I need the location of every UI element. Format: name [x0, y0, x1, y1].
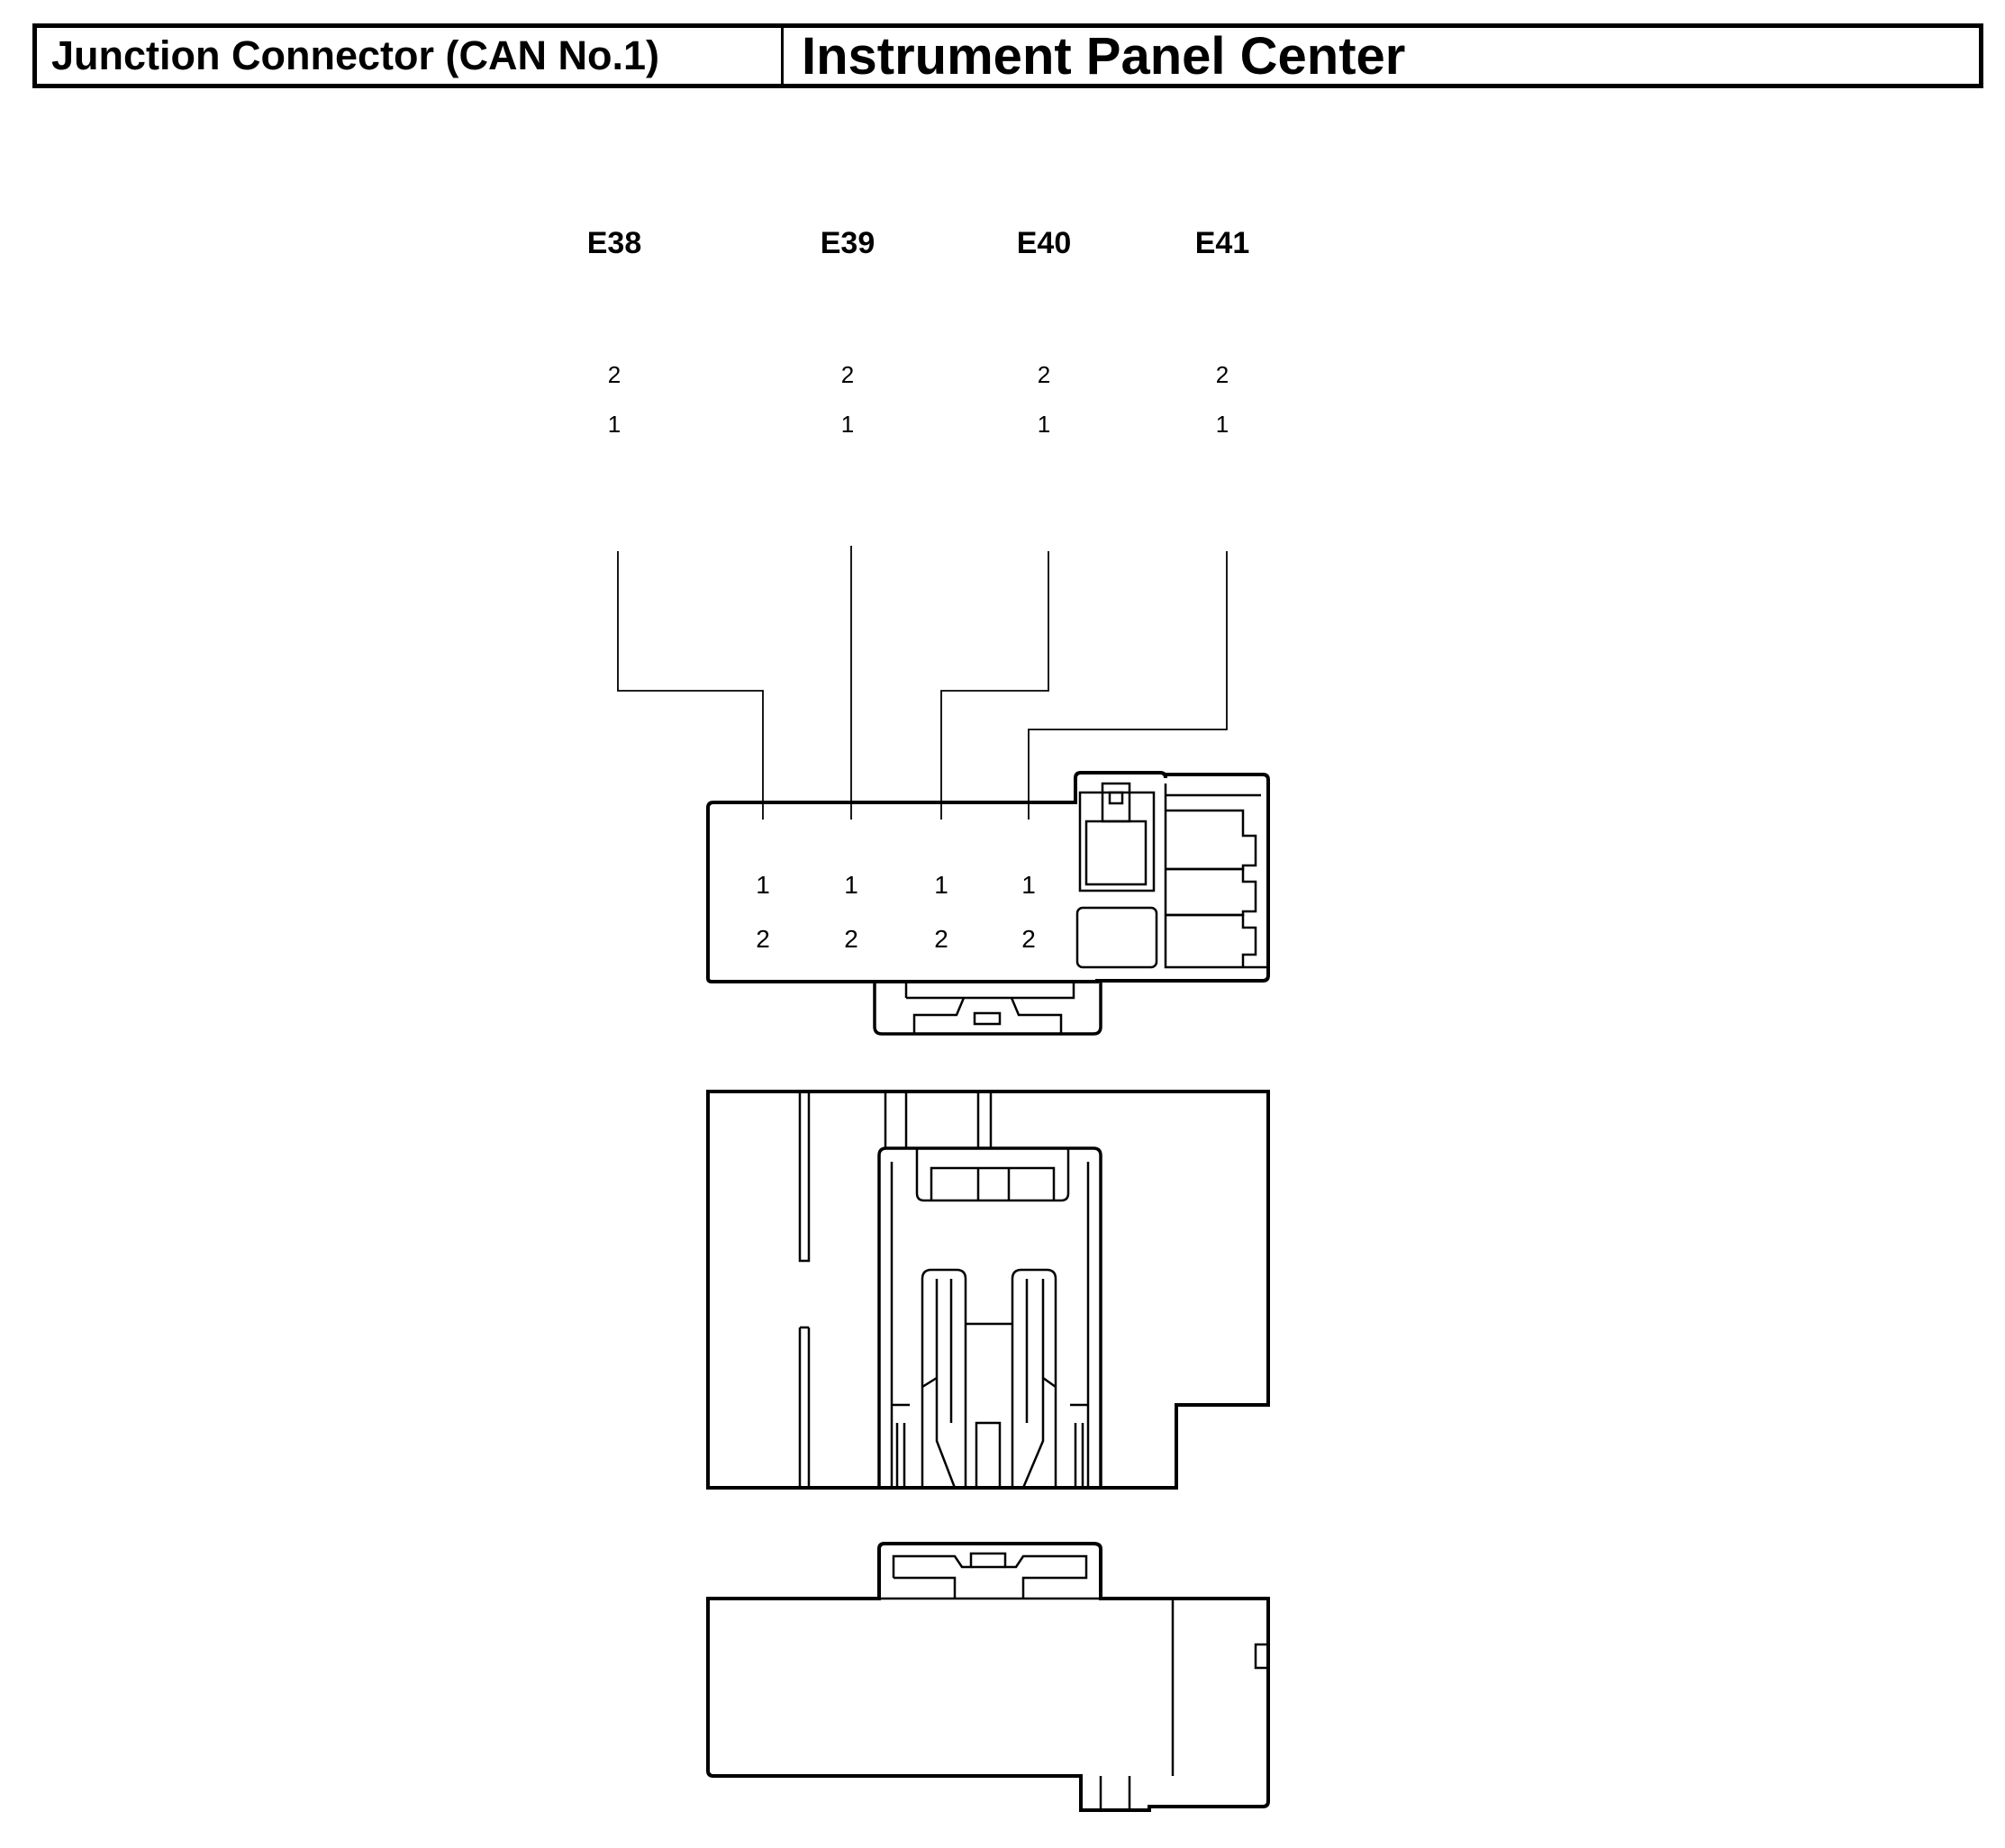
connector-rear-view — [706, 1542, 1270, 1812]
plug-label-e41: E41 — [1195, 226, 1250, 260]
connector-name: Junction Connector (CAN No.1) — [37, 28, 784, 84]
plug-pin-number: 1 — [1216, 411, 1229, 438]
cavity-pin-number: 2 — [844, 925, 858, 953]
connector-location: Instrument Panel Center — [802, 26, 1406, 86]
cavity-pin-number: 2 — [934, 925, 948, 953]
cavity-pin-number: 2 — [1021, 925, 1036, 953]
cavity-pin-number: 1 — [756, 871, 770, 899]
cavity-pin-number: 2 — [756, 925, 770, 953]
cavity-pin-number: 1 — [934, 871, 948, 899]
connector-front-view — [706, 771, 1270, 1036]
plug-pin-number: 2 — [841, 361, 854, 388]
plug-pin-number: 2 — [1216, 361, 1229, 388]
cavity-pin-number: 1 — [844, 871, 858, 899]
cavity-pin-number: 1 — [1021, 871, 1036, 899]
plug-pin-number: 1 — [1038, 411, 1050, 438]
title-table: Junction Connector (CAN No.1) Instrument… — [32, 23, 1983, 88]
connector-top-view — [706, 1090, 1270, 1490]
plug-pin-number: 2 — [608, 361, 621, 388]
plug-label-e38: E38 — [587, 226, 642, 260]
plug-pin-number: 1 — [841, 411, 854, 438]
plug-label-e40: E40 — [1017, 226, 1072, 260]
leader-lines — [617, 546, 1228, 820]
plug-pin-number: 1 — [608, 411, 621, 438]
plug-pin-number: 2 — [1038, 361, 1050, 388]
plug-label-e39: E39 — [821, 226, 875, 260]
